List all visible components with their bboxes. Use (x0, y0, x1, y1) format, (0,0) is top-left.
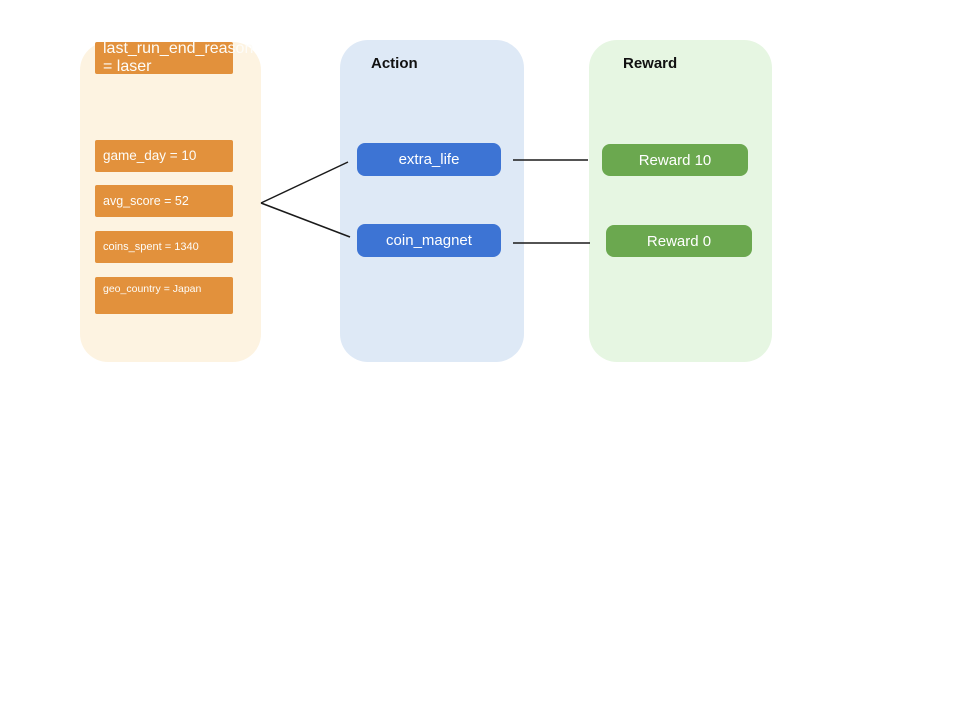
state-item-label: coins_spent = 1340 (103, 240, 199, 253)
action-node-extra-life: extra_life (357, 143, 501, 176)
state-item-game-day: game_day = 10 (95, 140, 233, 172)
state-item-geo-country: geo_country = Japan (95, 277, 233, 314)
connector-context-to-extra-life (260, 161, 349, 204)
state-item-avg-score: avg_score = 52 (95, 185, 233, 217)
action-panel-title: Action (371, 55, 418, 72)
state-item-label: last_run_end_reason = laser (103, 39, 254, 75)
context-state-panel: Context (State) game_day = 10 avg_score … (80, 40, 261, 362)
state-item-label: geo_country = Japan (103, 283, 202, 295)
state-item-last-run-end-reason: last_run_end_reason = laser (95, 40, 253, 75)
connector-context-to-coin-magnet (260, 202, 351, 238)
action-panel: Action extra_life coin_magnet (340, 40, 524, 362)
reward-node-reward-10: Reward 10 (602, 144, 748, 176)
state-item-coins-spent: coins_spent = 1340 (95, 231, 233, 263)
state-item-label: game_day = 10 (103, 148, 197, 164)
action-node-coin-magnet: coin_magnet (357, 224, 501, 257)
reward-node-reward-0: Reward 0 (606, 225, 752, 257)
reward-panel-title: Reward (623, 55, 678, 72)
state-item-label: avg_score = 52 (103, 193, 189, 208)
reward-panel: Reward Reward 10 Reward 0 (589, 40, 772, 362)
